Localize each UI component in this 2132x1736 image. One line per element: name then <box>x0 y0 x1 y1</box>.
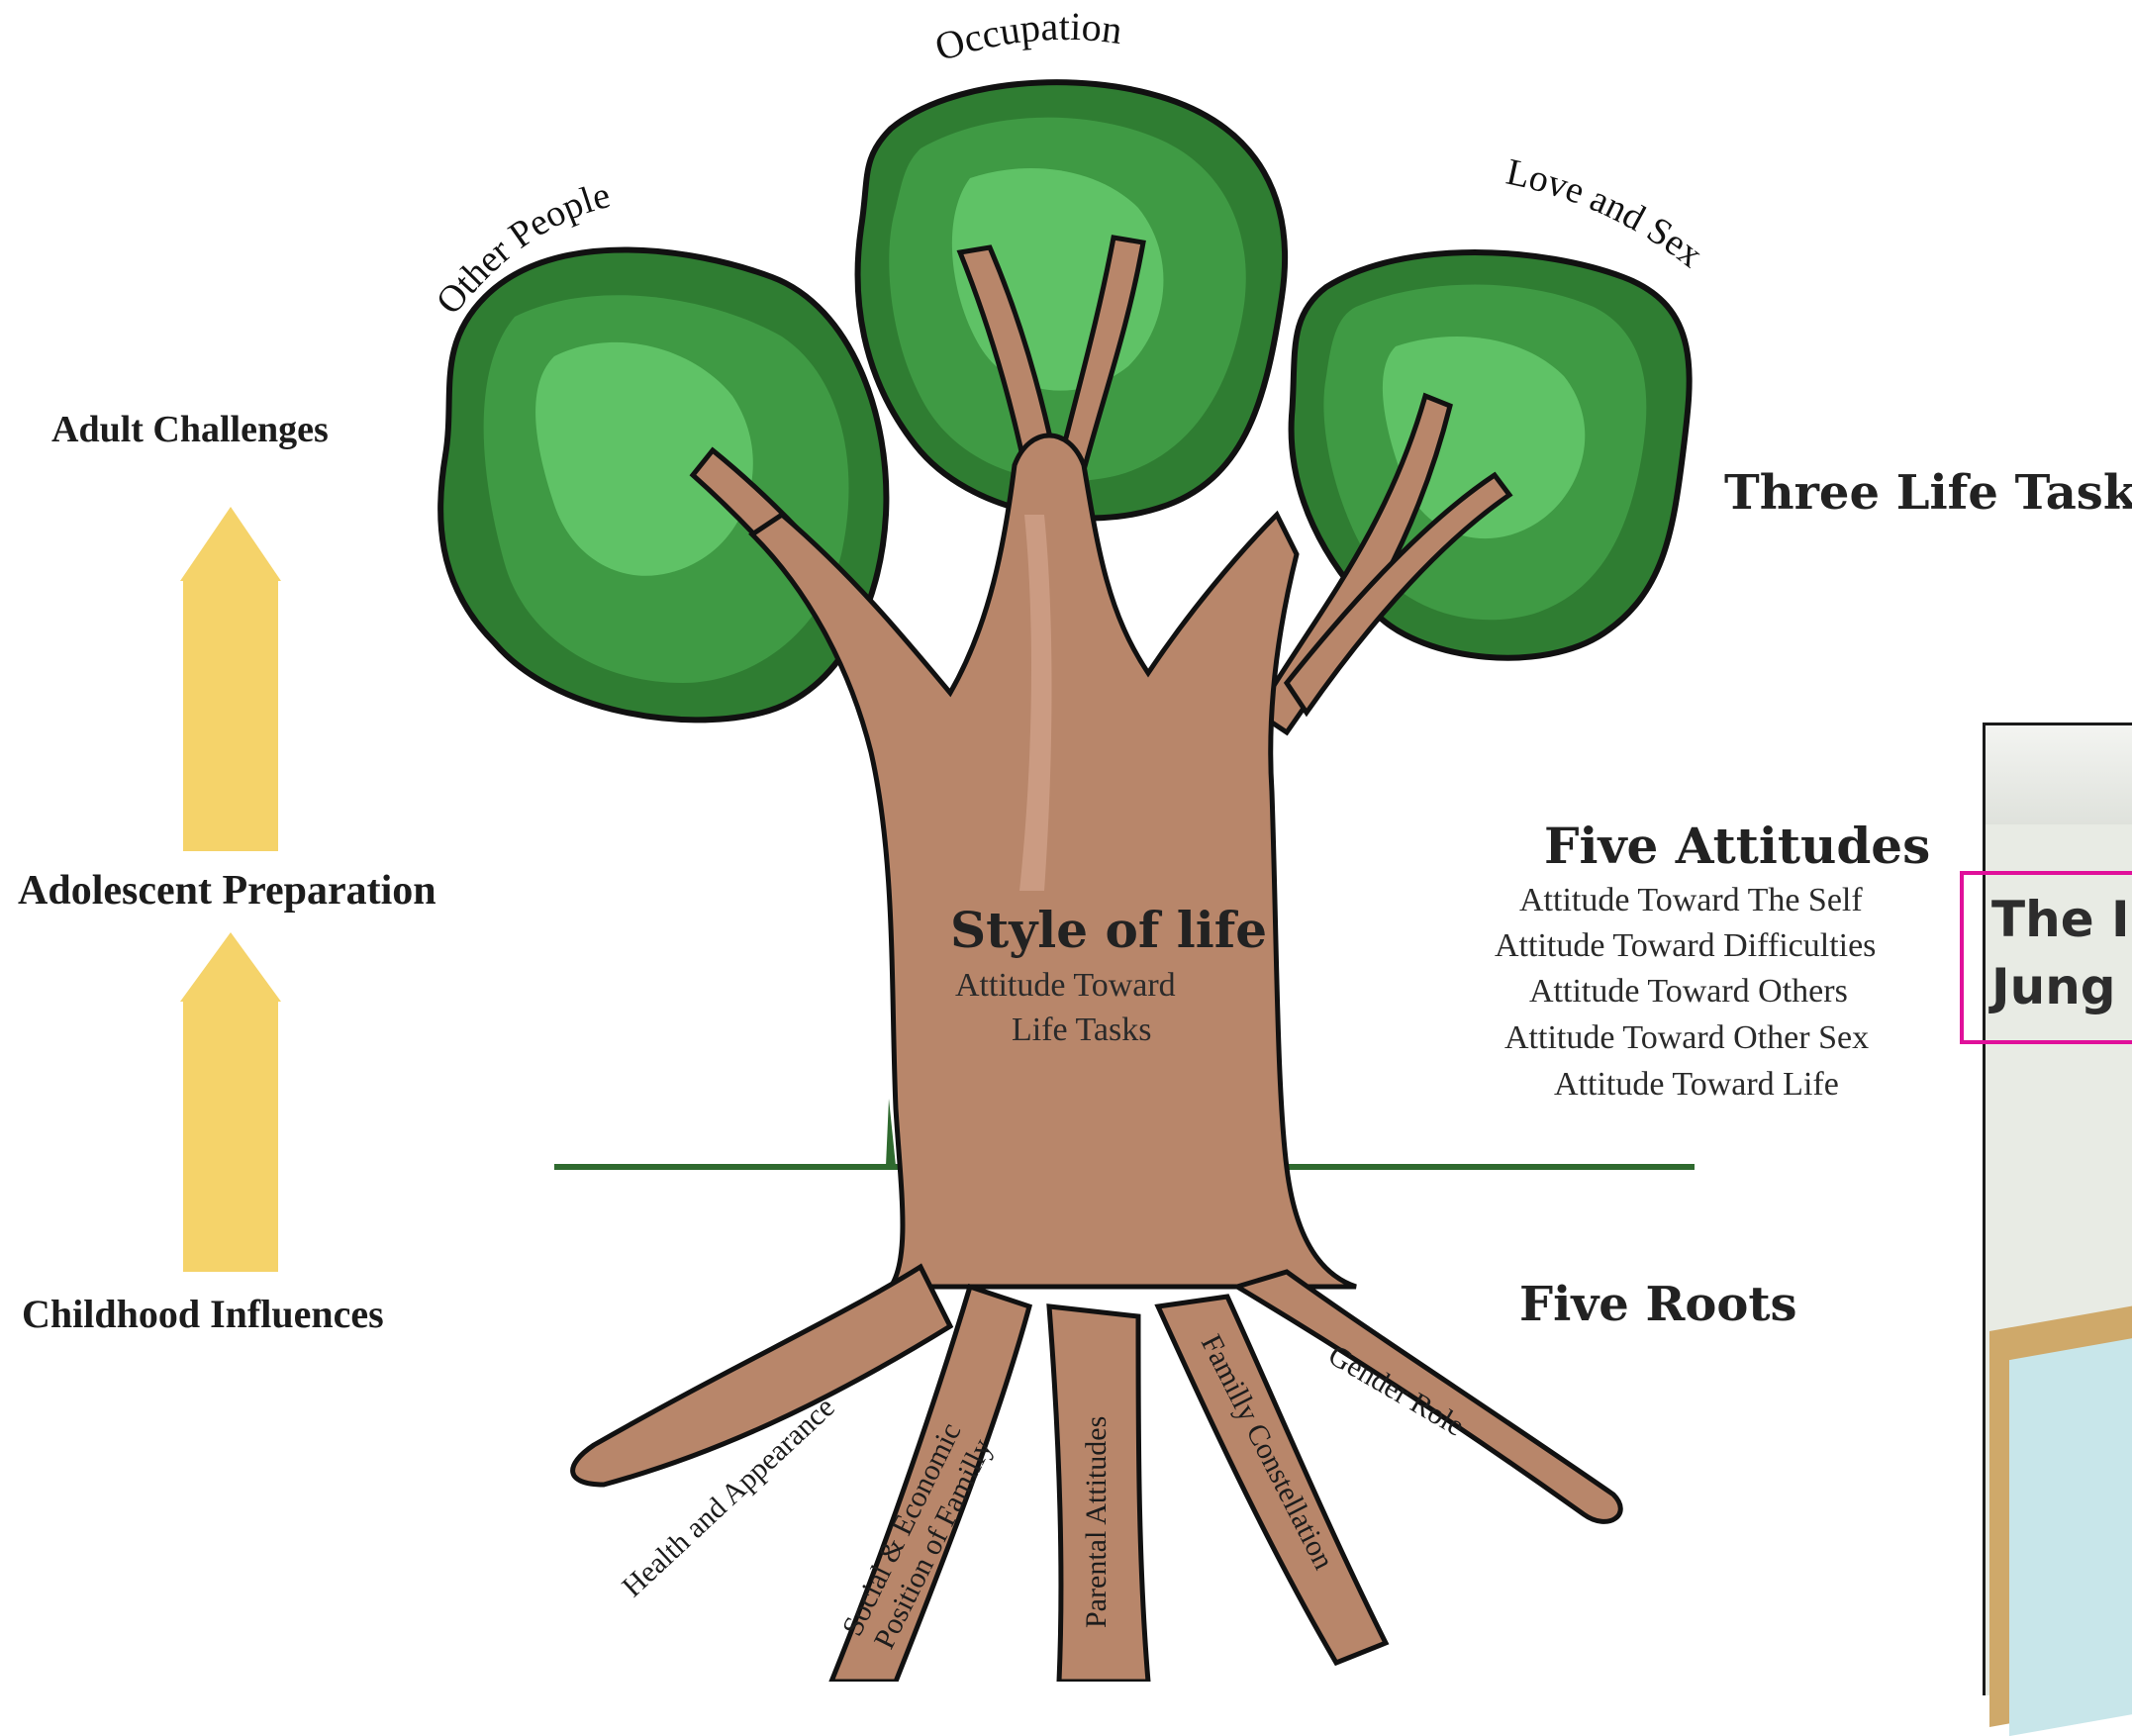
label-adult-challenges: Adult Challenges <box>51 408 329 451</box>
trunk-title: Style of life <box>950 901 1267 959</box>
label-childhood-influences: Childhood Influences <box>22 1291 384 1337</box>
label-adolescent-preparation: Adolescent Preparation <box>18 867 436 915</box>
label-three-life-tasks: Three Life Tasks <box>1724 465 2132 521</box>
canopy-left <box>440 250 886 721</box>
trunk-line-2: Life Tasks <box>1012 1012 1151 1049</box>
up-arrow-lower <box>180 932 281 1272</box>
inset-top-strip <box>1986 725 2132 824</box>
inset-picture <box>2009 1332 2132 1736</box>
label-five-roots: Five Roots <box>1519 1277 1797 1332</box>
root-label-parental: Parental Attitudes <box>1080 1416 1113 1628</box>
attitude-item: Attitude Toward Difficulties <box>1495 927 1876 965</box>
attitude-item: Attitude Toward Others <box>1529 973 1848 1011</box>
attitude-item: Attitude Toward Life <box>1554 1066 1839 1104</box>
up-arrow-upper <box>180 507 281 851</box>
trunk-line-1: Attitude Toward <box>955 967 1176 1005</box>
label-occupation: Occupation <box>929 4 1124 69</box>
attitude-item: Attitude Toward Other Sex <box>1504 1019 1869 1057</box>
inset-title: The I Jung <box>1991 886 2130 1020</box>
label-five-attitudes: Five Attitudes <box>1544 817 1930 875</box>
attitude-item: Attitude Toward The Self <box>1519 882 1863 919</box>
